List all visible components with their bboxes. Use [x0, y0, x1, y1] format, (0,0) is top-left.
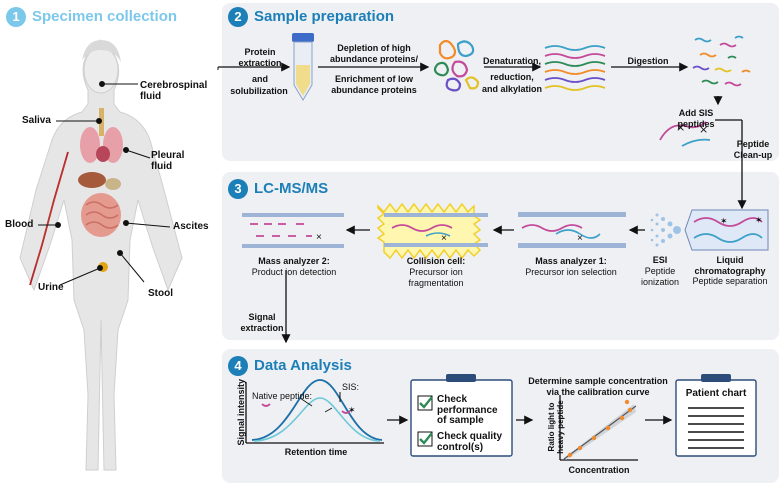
- sis-peptides-icon: × ×: [659, 121, 711, 147]
- calibration-title: Determine sample concentration via the c…: [528, 376, 668, 397]
- label-digestion: Digestion: [627, 56, 669, 66]
- label-ma2-sub: Product ion detection: [251, 267, 337, 277]
- label-denaturation: Denaturation,: [482, 56, 541, 66]
- label-pleural: Pleural fluid: [151, 150, 185, 172]
- label-esi-sub: Peptide ionization: [640, 266, 680, 287]
- label-ma1-title: Mass analyzer 1:: [535, 256, 607, 266]
- label-add-sis: Add SIS peptides: [677, 108, 715, 129]
- label-enrichment: Enrichment of low abundance proteins: [331, 74, 417, 95]
- svg-text:✶: ✶: [348, 405, 356, 415]
- label-sis: SIS:: [342, 382, 360, 392]
- svg-text:×: ×: [441, 233, 447, 244]
- panel-lcms: [222, 172, 779, 340]
- label-reduction: reduction,: [490, 72, 534, 82]
- label-ascites: Ascites: [173, 221, 209, 232]
- label-cc-sub: Precursor ion fragmentation: [408, 267, 464, 288]
- calibration-xlabel: Concentration: [568, 465, 630, 475]
- panel-sample-preparation: [222, 3, 779, 161]
- denatured-proteins-icon: [544, 45, 606, 91]
- digested-peptides-icon: [692, 35, 751, 87]
- chromatogram-plot: ✶: [245, 379, 384, 444]
- label-native-peptide: Native peptide:: [252, 391, 313, 401]
- section-2-title: Sample preparation: [254, 8, 395, 25]
- label-urine: Urine: [38, 282, 64, 293]
- section-2-number: 2: [228, 7, 248, 27]
- checklist-clipboard-icon: [410, 374, 513, 457]
- section-3-title: LC-MS/MS: [254, 180, 329, 197]
- label-cleanup: Peptide Clean-up: [733, 139, 773, 160]
- section-1-number: 1: [6, 7, 26, 27]
- label-ma2-title: Mass analyzer 2:: [258, 256, 330, 266]
- label-lc-sub: Peptide separation: [692, 276, 768, 286]
- specimen-leader-lines: [38, 81, 171, 286]
- patient-chart-icon: [675, 374, 757, 457]
- label-solubilization: solubilization: [230, 86, 288, 96]
- label-check-performance: Check performance of sample: [437, 394, 498, 426]
- label-ma1-sub: Precursor ion selection: [525, 267, 617, 277]
- human-body-figure: [19, 39, 183, 471]
- label-depletion: Depletion of high abundance proteins/: [329, 43, 418, 64]
- mass-analyzer-2-icon: ×: [242, 213, 344, 248]
- svg-text:×: ×: [676, 121, 685, 134]
- calibration-curve-plot: [559, 395, 638, 461]
- chromatogram-ylabel: Signal intensity: [235, 379, 246, 446]
- label-signal-extraction: Signal extraction: [240, 312, 284, 333]
- calibration-ylabel: Ratio light to heavy peptide: [547, 400, 565, 454]
- label-check-quality: Check quality control(s): [437, 431, 503, 453]
- conical-tube-icon: [292, 33, 314, 101]
- mass-analyzer-1-icon: ×: [518, 212, 626, 248]
- label-and: and: [251, 74, 268, 84]
- label-esi-title: ESI: [652, 255, 668, 265]
- collision-cell-icon: ×: [376, 202, 488, 260]
- protein-mixture-icon: [433, 39, 480, 92]
- label-csf: Cerebrospinal fluid: [140, 80, 208, 102]
- label-cc-title: Collision cell:: [406, 256, 466, 266]
- label-alkylation: and alkylation: [481, 84, 543, 94]
- lc-column-icon: ✶ ✶: [684, 209, 769, 251]
- label-protein-extraction: Protein extraction: [238, 47, 282, 68]
- svg-text:×: ×: [577, 233, 583, 244]
- esi-droplets-icon: [650, 213, 681, 247]
- section-4-title: Data Analysis: [254, 357, 352, 374]
- svg-text:✶: ✶: [755, 215, 763, 225]
- label-stool: Stool: [148, 288, 173, 299]
- section-3-number: 3: [228, 179, 248, 199]
- label-patient-chart: Patient chart: [685, 388, 747, 399]
- section-1-title: Specimen collection: [32, 8, 178, 25]
- chromatogram-xlabel: Retention time: [284, 447, 348, 457]
- svg-text:×: ×: [316, 232, 322, 243]
- label-lc-title: Liquid chromatography: [694, 255, 766, 276]
- section-4-number: 4: [228, 356, 248, 376]
- label-saliva: Saliva: [22, 115, 51, 126]
- label-blood: Blood: [5, 219, 34, 230]
- svg-text:×: ×: [699, 123, 708, 136]
- svg-text:✶: ✶: [720, 216, 728, 226]
